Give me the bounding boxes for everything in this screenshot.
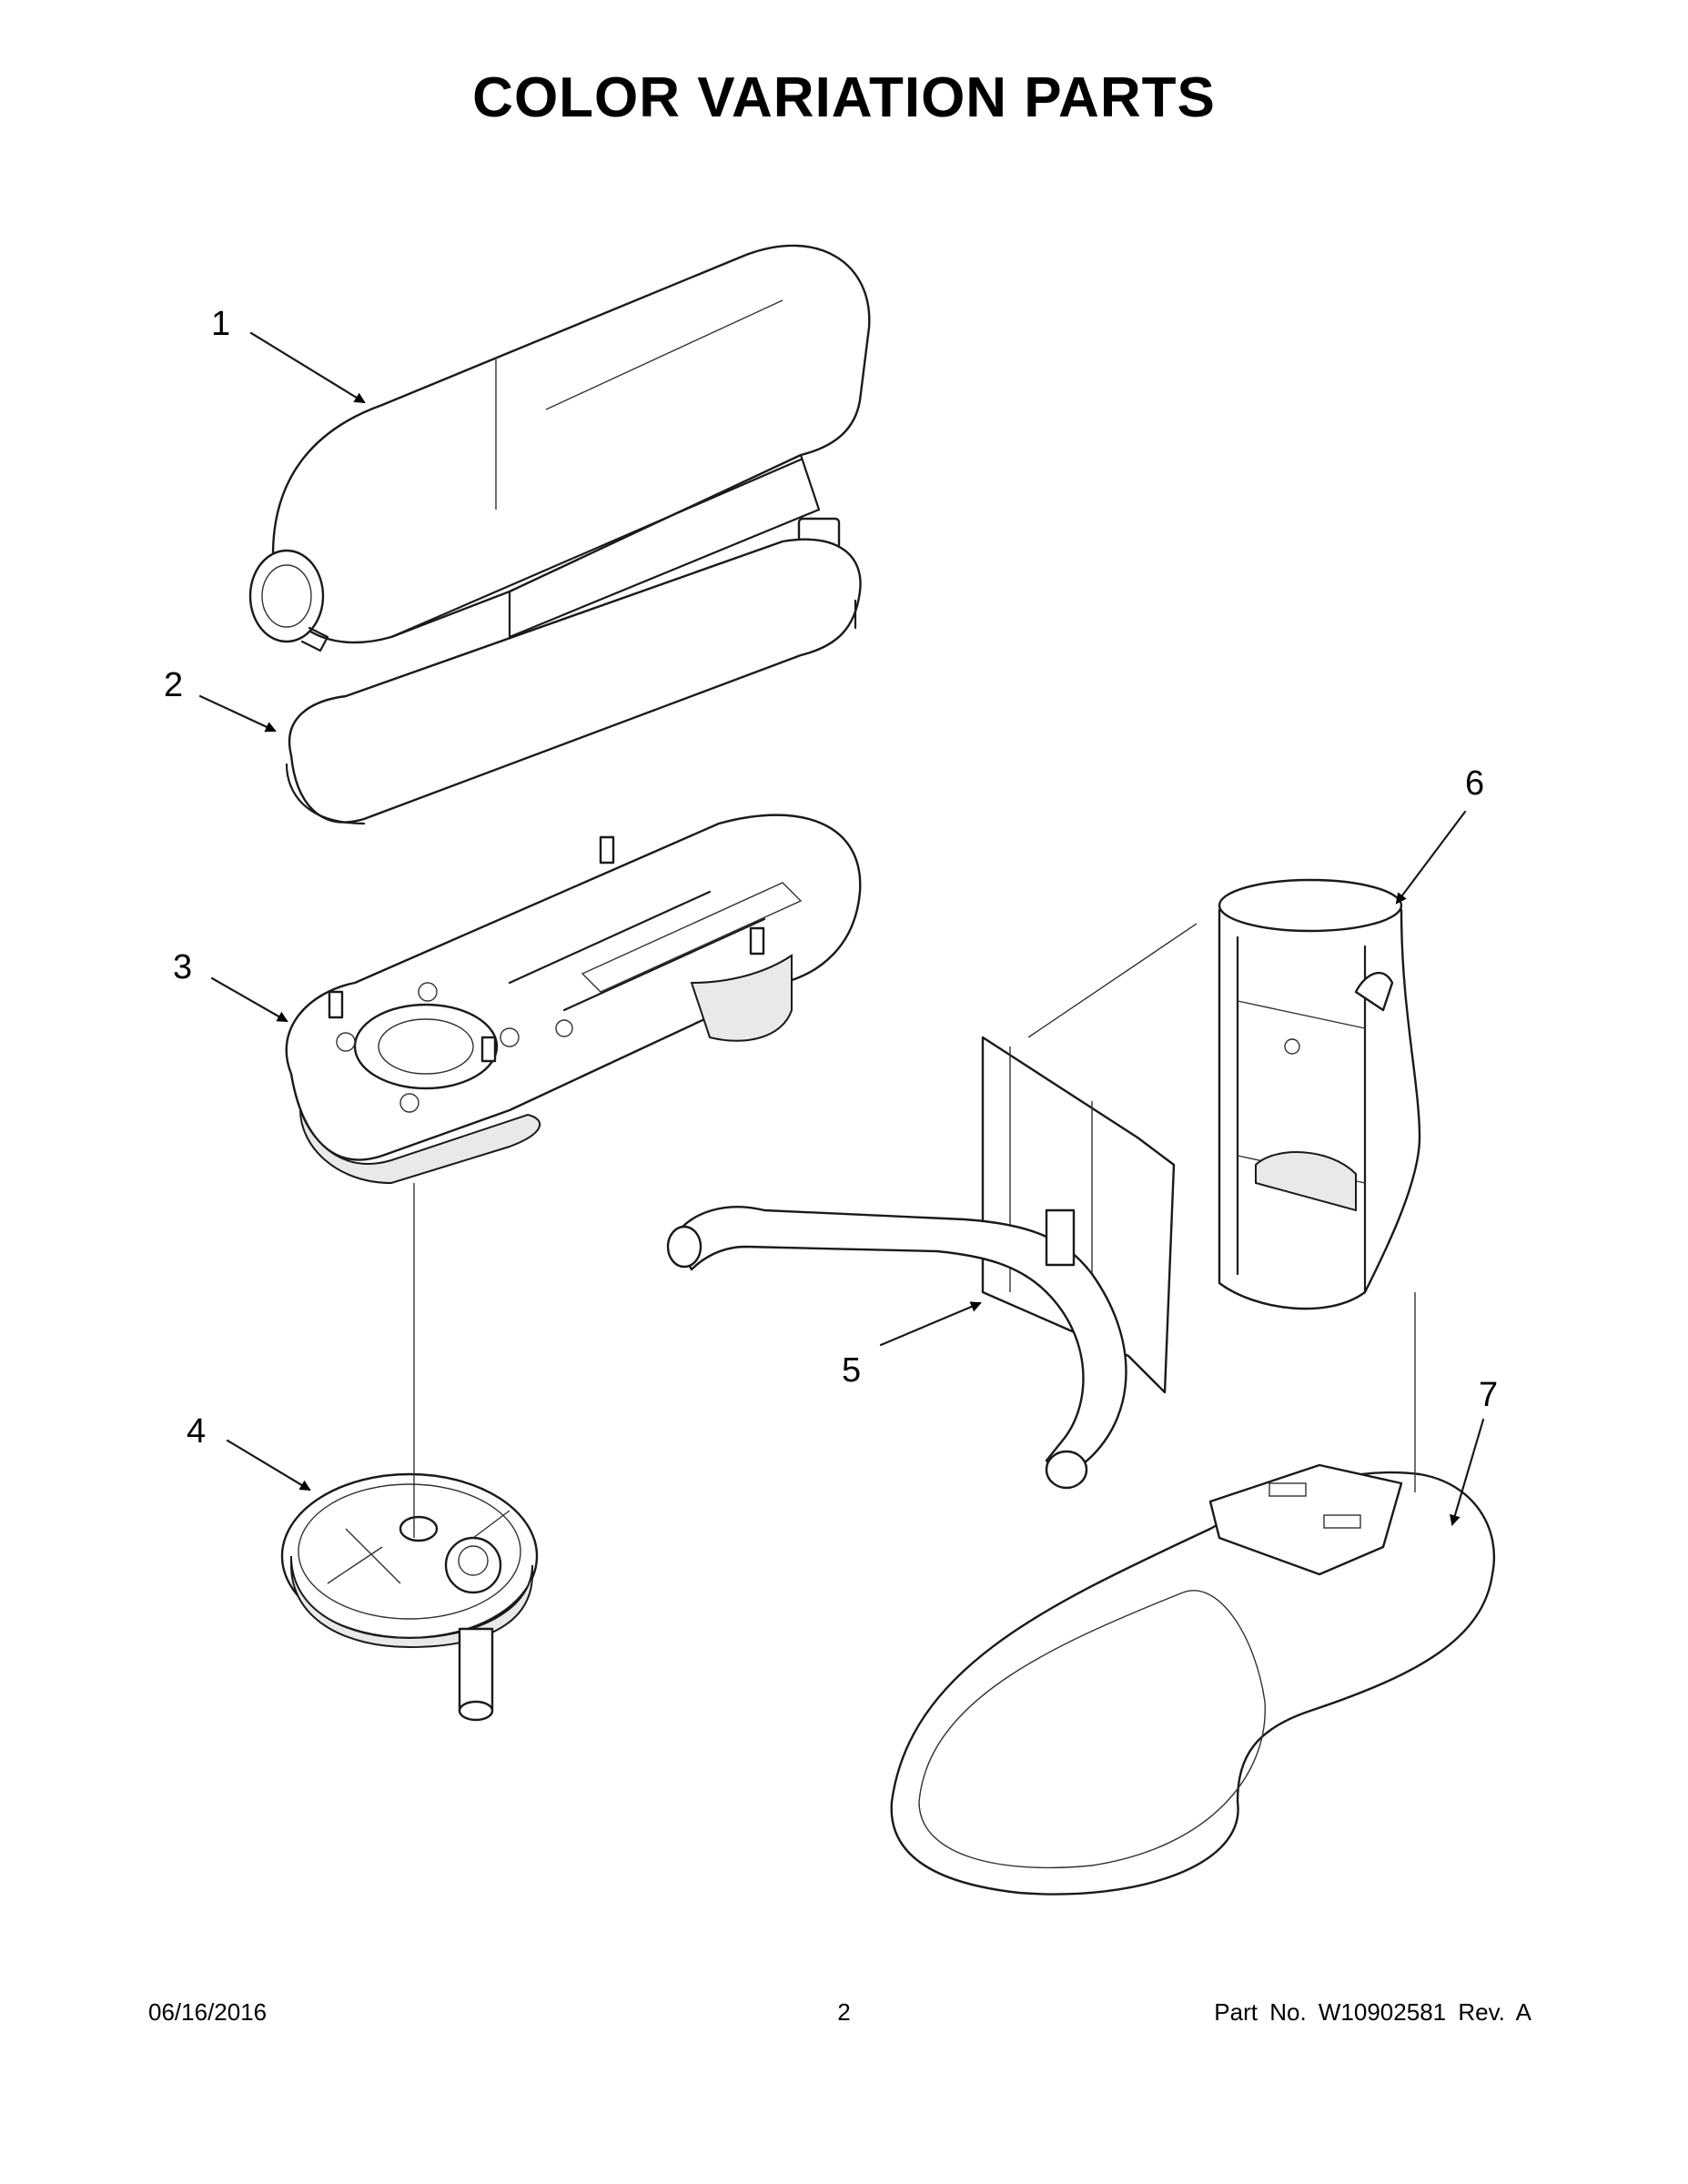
callout-7: 7 <box>1479 1376 1498 1414</box>
callout-4: 4 <box>187 1412 206 1451</box>
callout-3: 3 <box>173 948 192 986</box>
footer-part-number: Part No. W10902581 Rev. A <box>1214 1998 1531 2026</box>
part-6-column <box>1218 878 1421 1310</box>
page-title: COLOR VARIATION PARTS <box>472 66 1216 129</box>
callout-6: 6 <box>1465 764 1484 803</box>
footer-date: 06/16/2016 <box>148 1998 268 2026</box>
callout-1: 1 <box>211 305 230 343</box>
footer-page-number: 2 <box>837 1998 851 2026</box>
part-7-base <box>890 1463 1496 1896</box>
callout-arrows <box>198 331 1485 1526</box>
part-1-motor-housing <box>248 244 871 652</box>
part-4-gear-plate <box>280 1472 539 1722</box>
part-5-bowl-support <box>666 1036 1176 1490</box>
callout-5: 5 <box>842 1351 861 1390</box>
alignment-lines <box>413 923 1416 1538</box>
part-3-gear-housing <box>285 814 862 1185</box>
part-2-trim-band <box>285 538 862 825</box>
callout-2: 2 <box>164 666 183 704</box>
